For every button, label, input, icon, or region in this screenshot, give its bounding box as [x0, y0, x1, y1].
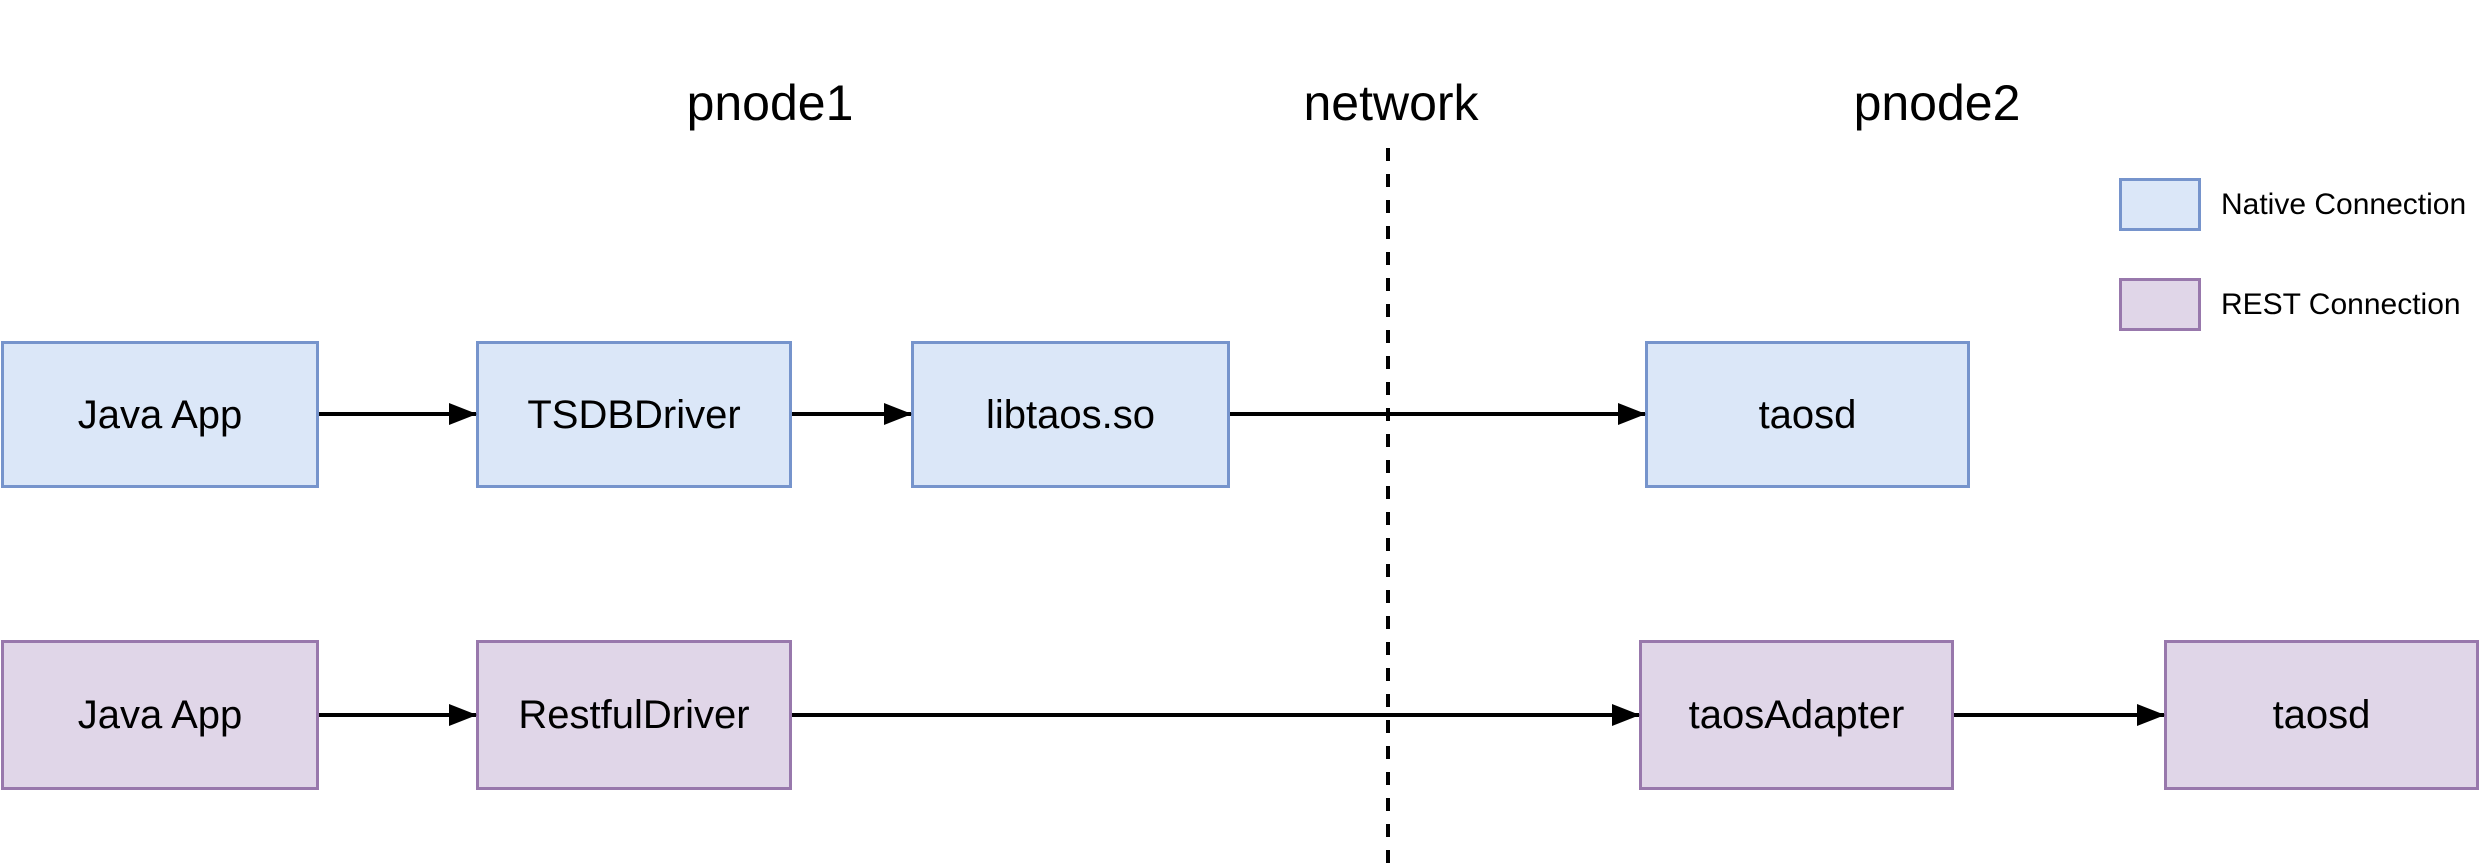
arrow-tsdbdriver-to-libtaos [792, 403, 912, 425]
node-java-app-native: Java App [1, 341, 319, 488]
network-divider-line [1386, 148, 1390, 865]
native-connection-label: Native Connection [2221, 187, 2467, 221]
arrow-restfuldriver-to-taosadapter [792, 704, 1640, 726]
rest-connection-label: REST Connection [2221, 287, 2461, 321]
node-taosd-native: taosd [1645, 341, 1970, 488]
rest-connection-swatch [2119, 278, 2201, 331]
node-taosadapter: taosAdapter [1639, 640, 1954, 790]
pnode1-header: pnode1 [686, 75, 854, 131]
node-libtaos-so: libtaos.so [911, 341, 1230, 488]
node-taosd-rest: taosd [2164, 640, 2479, 790]
legend-item-rest: REST Connection [2119, 278, 2461, 331]
arrow-javaapp-to-tsdbdriver [319, 403, 477, 425]
native-connection-swatch [2119, 178, 2201, 231]
network-header: network [1303, 75, 1479, 131]
arrow-libtaos-to-taosd [1230, 403, 1646, 425]
node-tsdbdriver: TSDBDriver [476, 341, 792, 488]
node-restfuldriver: RestfulDriver [476, 640, 792, 790]
arrow-taosadapter-to-taosd [1954, 704, 2165, 726]
node-java-app-rest: Java App [1, 640, 319, 790]
arrow-javaapp-to-restfuldriver [319, 704, 477, 726]
pnode2-header: pnode2 [1853, 75, 2021, 131]
legend-item-native: Native Connection [2119, 178, 2466, 231]
